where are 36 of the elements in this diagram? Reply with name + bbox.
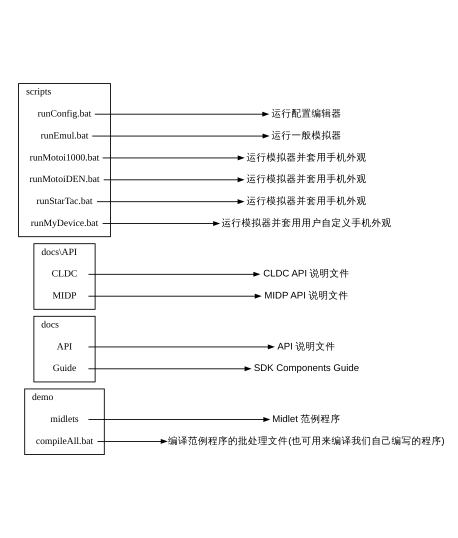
arrow <box>88 366 252 372</box>
node-text: runMotoiDEN.bat <box>29 174 100 186</box>
node-text: runMyDevice.bat <box>30 218 98 229</box>
arrow <box>97 438 168 444</box>
arrow <box>102 155 245 160</box>
node-text: API <box>56 341 72 352</box>
arrow <box>88 272 260 277</box>
node-text: Guide <box>52 363 76 374</box>
node-text: Midlet 范例程序 <box>272 414 341 425</box>
node-text: 运行一般模拟器 <box>271 130 342 142</box>
arrow <box>88 344 275 350</box>
node-text: compileAll.bat <box>36 436 94 447</box>
node-text: CLDC API 说明文件 <box>263 268 350 280</box>
node-text: 运行模拟器并套用手机外观 <box>246 196 366 208</box>
arrow <box>96 199 245 204</box>
node-text: 编译范例程序的批处理文件(也可用来编译我们自己编写的程序) <box>168 436 445 447</box>
arrow <box>88 294 262 299</box>
node-text: runMotoi1000.bat <box>30 152 100 164</box>
node-text: MIDP <box>52 290 77 302</box>
node-text: 运行配置编辑器 <box>271 108 342 120</box>
node-text: CLDC <box>52 268 78 280</box>
arrow <box>92 134 270 138</box>
node-text: MIDP API 说明文件 <box>264 290 349 302</box>
node-text: runStarTac.bat <box>36 196 93 208</box>
node-text: midlets <box>50 414 79 425</box>
node-text: 运行模拟器并套用用户自定义手机外观 <box>221 218 392 229</box>
node-text: SDK Components Guide <box>254 363 360 374</box>
node-text: API 说明文件 <box>277 341 336 352</box>
node-text: 运行模拟器并套用手机外观 <box>246 152 366 164</box>
node-text: runEmul.bat <box>40 130 88 142</box>
node-text: runConfig.bat <box>38 108 92 120</box>
arrow <box>94 112 270 117</box>
arrow <box>102 221 220 226</box>
node-text: 运行模拟器并套用手机外观 <box>246 174 366 186</box>
arrow <box>103 177 245 182</box>
arrow <box>88 417 270 422</box>
